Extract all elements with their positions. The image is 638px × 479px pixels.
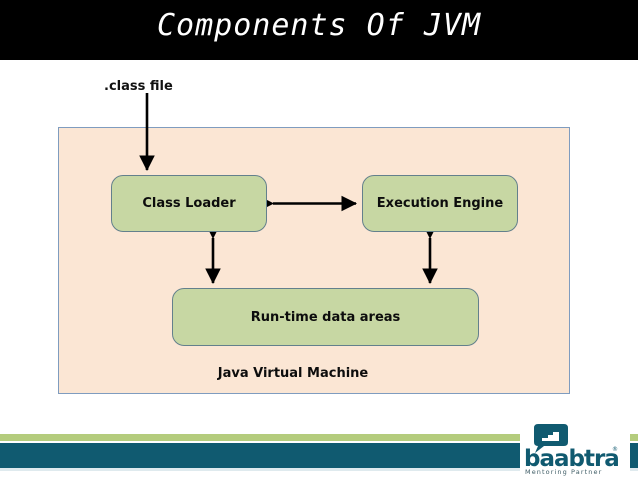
block-execution-engine-label: Execution Engine	[376, 196, 504, 211]
block-class-loader-label: Class Loader	[142, 196, 236, 211]
jvm-container-caption: Java Virtual Machine	[0, 366, 638, 381]
slide-footer: baabtra ® Mentoring Partner	[0, 420, 638, 479]
jvm-container-caption-text: Java Virtual Machine	[217, 366, 369, 381]
class-file-input-label: .class file	[104, 79, 173, 94]
jvm-container-box	[58, 127, 570, 394]
trademark-symbol: ®	[612, 446, 618, 453]
block-execution-engine: Execution Engine	[362, 175, 518, 232]
speech-bubble-book-icon	[534, 424, 568, 453]
baabtra-wordmark: baabtra	[524, 446, 620, 472]
footer-green-band	[0, 434, 638, 441]
slide-header-bar	[0, 0, 638, 60]
block-runtime-data-areas: Run-time data areas	[172, 288, 479, 346]
page-title: Components Of JVM	[156, 8, 482, 43]
block-runtime-data-areas-label: Run-time data areas	[250, 309, 401, 325]
block-class-loader: Class Loader	[111, 175, 267, 232]
baabtra-logo: baabtra ® Mentoring Partner	[520, 420, 630, 479]
slide-content-area: .class file Class Loader Execution Engin…	[0, 60, 638, 420]
footer-band-shadow	[0, 468, 638, 471]
baabtra-tagline: Mentoring Partner	[525, 468, 603, 476]
